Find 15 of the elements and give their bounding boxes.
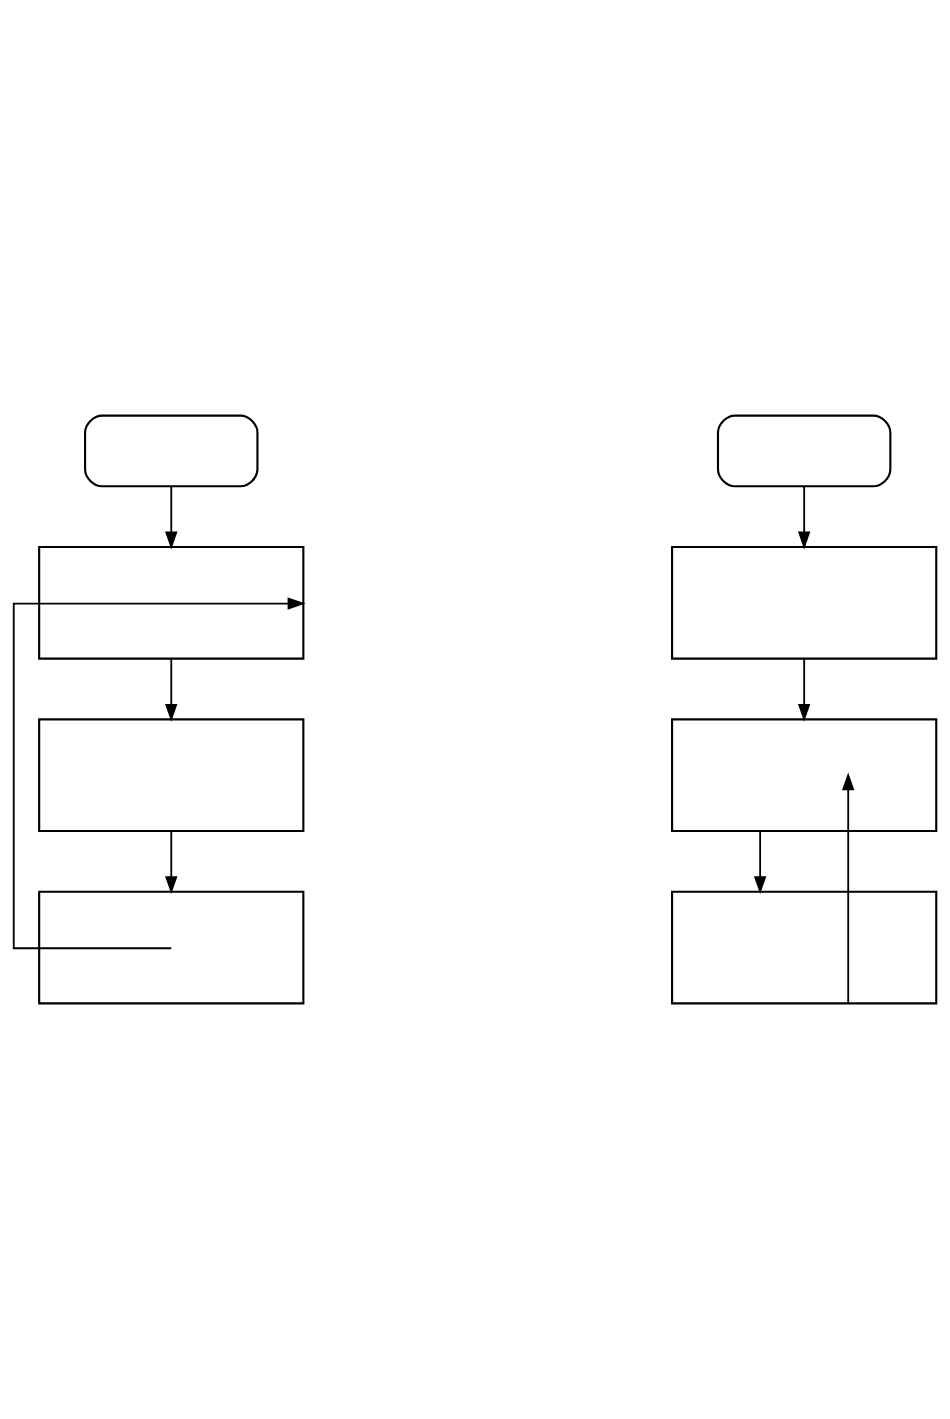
node-oval [84,414,259,488]
node-box [38,718,305,833]
arrow [753,830,767,895]
arrow [165,830,178,895]
arrow [841,772,855,1004]
arrow [12,597,306,950]
arrow [165,657,178,722]
node-box [38,890,305,1005]
node-box [671,890,938,1005]
arrow [165,485,178,550]
arrow [797,485,811,550]
node-box [671,718,938,833]
node-box [671,546,938,660]
node-oval [716,414,892,488]
arrow [797,657,811,722]
